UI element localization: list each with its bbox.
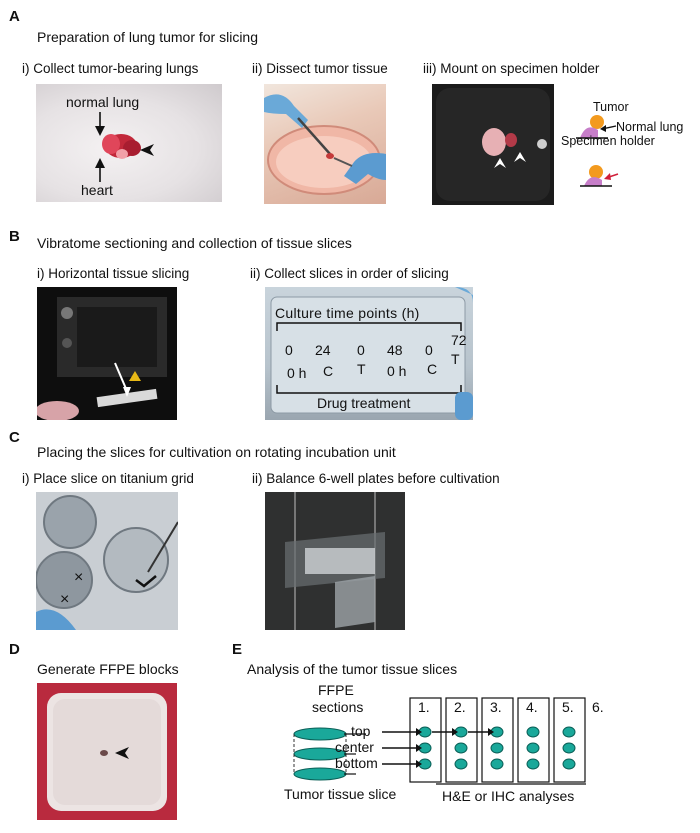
specimen-holder-photo bbox=[432, 84, 554, 205]
svg-text:×: × bbox=[74, 569, 83, 586]
mounting-schematic: Tumor Normal lung Specimen holder bbox=[560, 100, 700, 200]
column-header-5: 5. bbox=[562, 699, 574, 715]
section-top-label: top bbox=[351, 723, 371, 739]
panel-a-step3-caption: iii) Mount on specimen holder bbox=[423, 61, 600, 76]
legend-specimen-holder: Specimen holder bbox=[561, 134, 655, 148]
plate-row1-cell: 0 bbox=[357, 342, 365, 358]
svg-text:×: × bbox=[60, 591, 69, 608]
ffpe-label-line2: sections bbox=[312, 699, 364, 715]
plate-row1-cell: 0 bbox=[285, 342, 293, 358]
panel-b-step1-caption: i) Horizontal tissue slicing bbox=[37, 266, 190, 281]
column-header-2: 2. bbox=[454, 699, 466, 715]
plate-row2-cell: C bbox=[427, 361, 438, 377]
panel-c-heading: Placing the slices for cultivation on ro… bbox=[37, 444, 396, 460]
lungs-photo: normal lung heart bbox=[36, 84, 222, 202]
column-header-6: 6. bbox=[592, 699, 604, 715]
panel-d-heading: Generate FFPE blocks bbox=[37, 661, 179, 677]
plate-row2-cell: T bbox=[357, 361, 366, 377]
well-plate-photo: Culture time points (h) 0 24 0 48 0 72 0… bbox=[265, 287, 473, 420]
column-header-1: 1. bbox=[418, 699, 430, 715]
plate-row1-cell: 24 bbox=[315, 342, 331, 358]
plate-row1-cell: 48 bbox=[387, 342, 403, 358]
panel-e-letter: E bbox=[232, 641, 243, 658]
panel-a-step2-caption: ii) Dissect tumor tissue bbox=[252, 61, 388, 76]
ffpe-block-photo bbox=[37, 683, 177, 820]
plate-row1-cell: 72 bbox=[451, 332, 467, 348]
plate-row2-cell: 0 h bbox=[387, 363, 407, 379]
panel-b-letter: B bbox=[9, 228, 20, 245]
plate-row2-cell: C bbox=[323, 363, 334, 379]
section-bottom-label: bottom bbox=[335, 755, 378, 771]
panel-b-heading: Vibratome sectioning and collection of t… bbox=[37, 235, 352, 251]
dissection-photo bbox=[264, 84, 386, 204]
panel-a-step1-caption: i) Collect tumor-bearing lungs bbox=[22, 61, 199, 76]
panel-c-step1-caption: i) Place slice on titanium grid bbox=[22, 471, 194, 486]
incubation-unit-photo bbox=[265, 492, 405, 630]
plate-row2-cell: T bbox=[451, 351, 460, 367]
panel-c-letter: C bbox=[9, 429, 20, 446]
plate-row2-cell: 0 h bbox=[287, 365, 307, 381]
section-center-label: center bbox=[335, 739, 374, 755]
analysis-label: H&E or IHC analyses bbox=[442, 788, 575, 804]
panel-c-step2-caption: ii) Balance 6-well plates before cultiva… bbox=[252, 471, 500, 486]
column-header-4: 4. bbox=[526, 699, 538, 715]
label-heart: heart bbox=[81, 182, 113, 198]
panel-b-step2-caption: ii) Collect slices in order of slicing bbox=[250, 266, 449, 281]
analysis-schematic: FFPE sections top center bottom Tumor ti… bbox=[256, 680, 604, 810]
tumor-slice-label: Tumor tissue slice bbox=[284, 786, 397, 802]
panel-e-heading: Analysis of the tumor tissue slices bbox=[247, 661, 458, 677]
legend-tumor: Tumor bbox=[593, 100, 629, 114]
plate-bottom-label: Drug treatment bbox=[317, 395, 411, 411]
panel-d-letter: D bbox=[9, 641, 20, 658]
ffpe-label-line1: FFPE bbox=[318, 682, 354, 698]
plate-row1-cell: 0 bbox=[425, 342, 433, 358]
legend-normal-lung: Normal lung bbox=[616, 120, 684, 134]
column-header-3: 3. bbox=[490, 699, 502, 715]
vibratome-photo bbox=[37, 287, 177, 420]
panel-a-heading: Preparation of lung tumor for slicing bbox=[37, 29, 258, 45]
label-normal-lung: normal lung bbox=[66, 94, 140, 110]
plate-top-label: Culture time points (h) bbox=[275, 305, 420, 321]
panel-a-letter: A bbox=[9, 8, 20, 25]
titanium-grid-photo: × × bbox=[36, 492, 178, 630]
